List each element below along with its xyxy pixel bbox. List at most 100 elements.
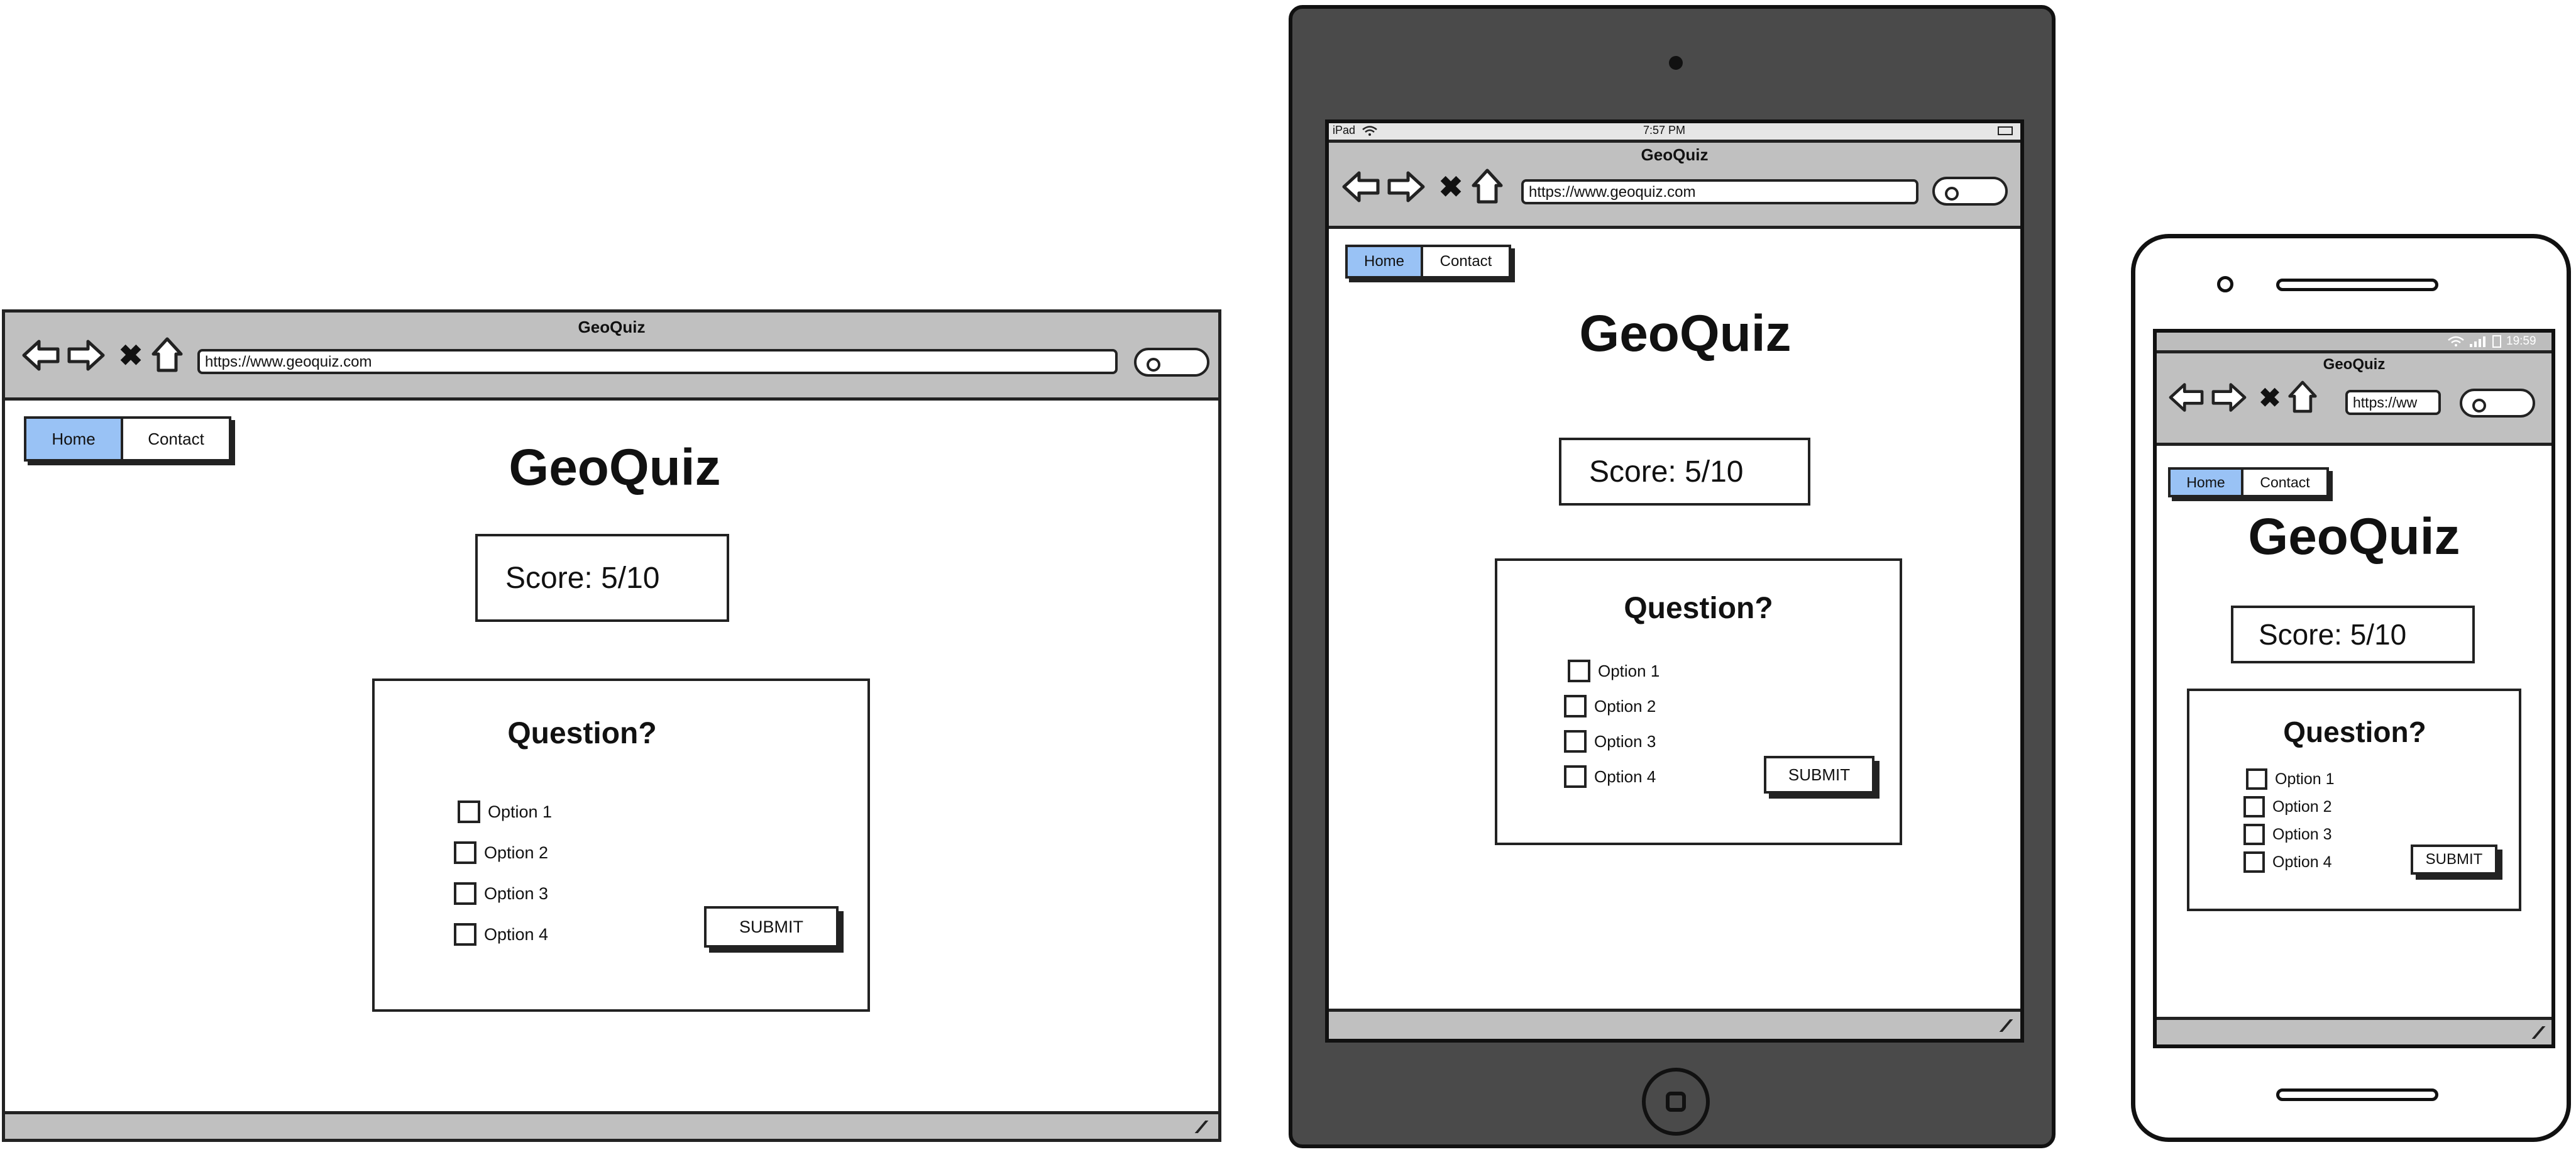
- score-box: Score: 5/10: [475, 534, 729, 622]
- phone-screen: 19:59 GeoQuiz ✖ https://ww Home Contact …: [2153, 329, 2555, 1048]
- option-2-checkbox[interactable]: [454, 841, 476, 864]
- home-icon[interactable]: [151, 336, 184, 373]
- forward-arrow-icon[interactable]: [1387, 169, 1426, 204]
- option-4-label: Option 4: [484, 924, 549, 944]
- wifi-icon: [1362, 126, 1377, 136]
- phone-status-footer: [2157, 1017, 2551, 1044]
- tablet-toolbar: GeoQuiz ✖ https://www.geoquiz.com: [1329, 140, 2020, 229]
- option-3-label: Option 3: [2272, 825, 2332, 843]
- option-2-label: Option 2: [2272, 797, 2332, 816]
- option-3-checkbox[interactable]: [1564, 730, 1587, 753]
- phone-status-bar: 19:59: [2157, 333, 2551, 350]
- stop-icon[interactable]: ✖: [118, 339, 143, 372]
- address-bar[interactable]: https://ww: [2345, 390, 2441, 415]
- option-row-2[interactable]: Option 2: [1564, 695, 1656, 717]
- option-row-1[interactable]: Option 1: [458, 800, 552, 823]
- option-row-3[interactable]: Option 3: [1564, 730, 1656, 753]
- nav-tabs: Home Contact: [1345, 245, 1511, 279]
- option-row-2[interactable]: Option 2: [2243, 796, 2332, 817]
- question-box: Question? Option 1 Option 2 Option 3 Opt…: [2187, 689, 2521, 911]
- phone-toolbar: GeoQuiz ✖ https://ww: [2157, 350, 2551, 446]
- option-1-checkbox[interactable]: [1568, 660, 1590, 682]
- score-box: Score: 5/10: [1559, 438, 1810, 506]
- page-title: GeoQuiz: [1579, 305, 1792, 362]
- question-box: Question? Option 1 Option 2 Option 3 Opt…: [1495, 558, 1902, 845]
- tab-contact[interactable]: Contact: [2260, 474, 2310, 490]
- desktop-status-bar: [5, 1111, 1218, 1139]
- tab-contact[interactable]: Contact: [148, 429, 204, 448]
- option-3-label: Option 3: [484, 883, 549, 903]
- option-row-1[interactable]: Option 1: [2246, 768, 2335, 790]
- search-icon[interactable]: [1932, 177, 2008, 206]
- option-2-checkbox[interactable]: [2243, 796, 2265, 817]
- option-4-checkbox[interactable]: [454, 923, 476, 946]
- tablet-status-bar: [1329, 1009, 2020, 1039]
- camera-icon: [2217, 276, 2233, 292]
- option-4-label: Option 4: [2272, 853, 2332, 871]
- tab-home[interactable]: Home: [2171, 470, 2243, 495]
- score-text: Score: 5/10: [505, 561, 660, 595]
- tablet-frame: iPad 7:57 PM GeoQuiz ✖ https://www.geoqu…: [1289, 5, 2056, 1148]
- resize-grip-icon[interactable]: [1189, 1121, 1209, 1133]
- option-4-checkbox[interactable]: [1564, 765, 1587, 788]
- battery-icon: [2492, 335, 2501, 348]
- question-label: Question?: [2283, 716, 2426, 748]
- back-arrow-icon[interactable]: [2168, 381, 2204, 414]
- nav-tabs: Home Contact: [2168, 467, 2329, 497]
- home-button-icon[interactable]: [1642, 1068, 1710, 1136]
- option-row-2[interactable]: Option 2: [454, 841, 548, 864]
- option-row-4[interactable]: Option 4: [1564, 765, 1656, 788]
- address-bar[interactable]: https://www.geoquiz.com: [1521, 179, 1918, 204]
- forward-arrow-icon[interactable]: [67, 338, 106, 373]
- ipad-status-bar: iPad 7:57 PM: [1329, 123, 2020, 140]
- option-row-1[interactable]: Option 1: [1568, 660, 1660, 682]
- option-row-3[interactable]: Option 3: [2243, 824, 2332, 845]
- option-row-3[interactable]: Option 3: [454, 882, 548, 905]
- tab-home[interactable]: Home: [1348, 247, 1423, 276]
- option-1-checkbox[interactable]: [458, 800, 480, 823]
- back-arrow-icon[interactable]: [21, 338, 60, 373]
- signal-icon: [2470, 336, 2485, 347]
- page-title: GeoQuiz: [509, 439, 721, 496]
- browser-title: GeoQuiz: [2323, 356, 2386, 373]
- stop-icon[interactable]: ✖: [1438, 170, 1463, 203]
- option-1-checkbox[interactable]: [2246, 768, 2267, 790]
- browser-title: GeoQuiz: [578, 318, 646, 336]
- option-3-checkbox[interactable]: [454, 882, 476, 905]
- submit-button[interactable]: SUBMIT: [2411, 845, 2497, 875]
- tab-home[interactable]: Home: [26, 419, 123, 459]
- search-icon[interactable]: [1134, 348, 1209, 377]
- search-icon[interactable]: [2460, 389, 2535, 418]
- submit-button[interactable]: SUBMIT: [704, 906, 839, 948]
- phone-time: 19:59: [2506, 335, 2536, 348]
- submit-button[interactable]: SUBMIT: [1764, 756, 1874, 794]
- score-text: Score: 5/10: [1589, 455, 1744, 489]
- stop-icon[interactable]: ✖: [2259, 382, 2281, 413]
- address-bar[interactable]: https://www.geoquiz.com: [197, 349, 1118, 374]
- speaker-grille-bottom: [2276, 1088, 2438, 1101]
- device-name: iPad: [1333, 124, 1356, 136]
- option-3-checkbox[interactable]: [2243, 824, 2265, 845]
- question-box: Question? Option 1 Option 2 Option 3 Opt…: [372, 678, 870, 1012]
- option-3-label: Option 3: [1594, 731, 1656, 751]
- resize-grip-icon[interactable]: [2526, 1026, 2546, 1039]
- question-label: Question?: [507, 717, 657, 750]
- tab-contact[interactable]: Contact: [1439, 253, 1492, 270]
- option-1-label: Option 1: [1598, 661, 1660, 680]
- option-4-checkbox[interactable]: [2243, 851, 2265, 873]
- speaker-grille: [2276, 279, 2438, 291]
- desktop-toolbar: GeoQuiz ✖ https://www.geoquiz.com: [5, 313, 1218, 401]
- option-2-checkbox[interactable]: [1564, 695, 1587, 717]
- option-row-4[interactable]: Option 4: [2243, 851, 2332, 873]
- forward-arrow-icon[interactable]: [2211, 381, 2247, 414]
- option-1-label: Option 1: [2275, 770, 2335, 788]
- ipad-time: 7:57 PM: [1643, 124, 1686, 136]
- desktop-browser-window: GeoQuiz ✖ https://www.geoquiz.com Home C…: [2, 309, 1221, 1142]
- back-arrow-icon[interactable]: [1341, 169, 1380, 204]
- tablet-screen: iPad 7:57 PM GeoQuiz ✖ https://www.geoqu…: [1325, 119, 2024, 1043]
- home-icon[interactable]: [1471, 168, 1504, 204]
- option-row-4[interactable]: Option 4: [454, 923, 548, 946]
- home-icon[interactable]: [2287, 380, 2318, 414]
- resize-grip-icon[interactable]: [1993, 1019, 2013, 1032]
- nav-tabs: Home Contact: [24, 416, 231, 462]
